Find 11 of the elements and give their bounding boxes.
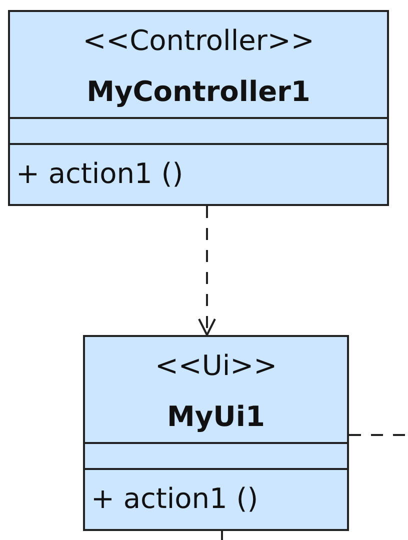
operation-label: + action1 ()	[91, 482, 258, 515]
class-name: MyUi1	[166, 400, 266, 433]
operation-label: + action1 ()	[16, 157, 184, 190]
class-box	[8, 10, 389, 206]
dependency-line	[221, 531, 223, 540]
stereotype-label: <<Controller>>	[82, 24, 316, 57]
dependency-line	[198, 206, 216, 336]
class-name: MyController1	[86, 75, 312, 108]
class-box	[83, 335, 349, 531]
dependency-line	[349, 434, 408, 436]
stereotype-label: <<Ui>>	[154, 349, 278, 382]
